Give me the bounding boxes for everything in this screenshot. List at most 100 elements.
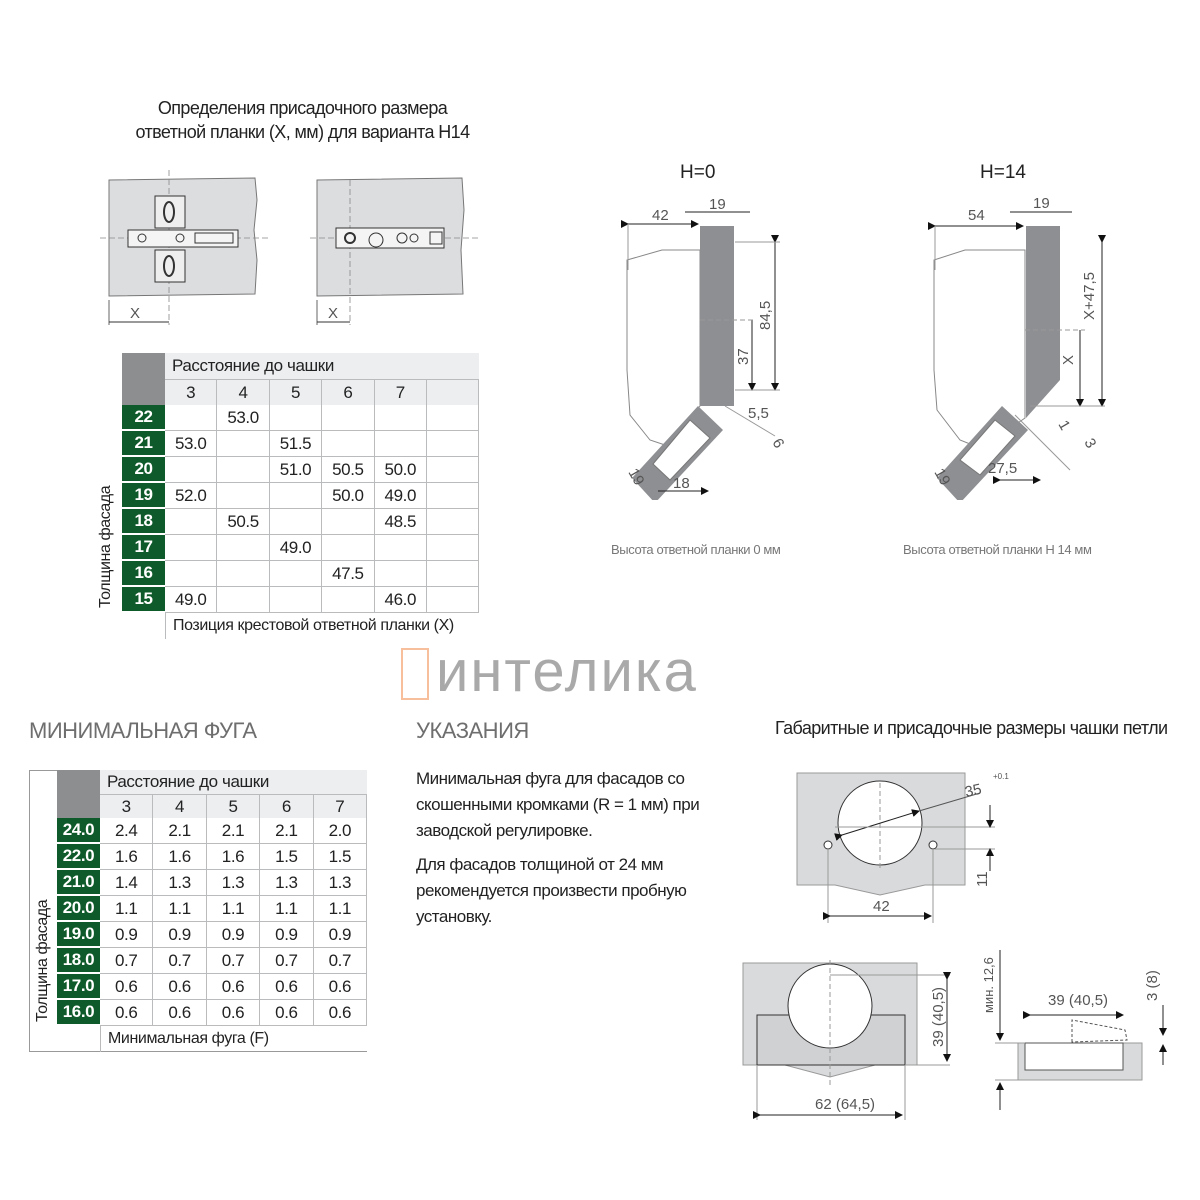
table-cell: 53.0 [217, 405, 270, 431]
table-cell: 0.6 [100, 1000, 154, 1026]
cup-plate-width-label: 62 (64,5) [815, 1096, 875, 1113]
table-cell: 1.6 [153, 844, 207, 870]
table-cell [427, 405, 480, 431]
row-header: 19.0 [57, 922, 100, 948]
min-gap-title: МИНИМАЛЬНАЯ ФУГА [29, 718, 257, 743]
table-cell [427, 431, 480, 457]
table-cell: 0.6 [313, 1000, 367, 1026]
title-line-1: Определения присадочного размера [157, 98, 448, 118]
table-cell: 47.5 [322, 561, 375, 587]
table-cell [165, 405, 218, 431]
table-cell: 49.0 [165, 587, 218, 613]
notes-paragraph-1: Минимальная фуга для фасадов со скошенны… [416, 769, 700, 840]
table-cell: 1.1 [153, 896, 207, 922]
table-cell [427, 483, 480, 509]
table-cell [217, 587, 270, 613]
column-header [427, 380, 480, 405]
table-cell: 51.0 [269, 457, 323, 483]
cup-dimension-diagrams: 35 +0.1 11 42 39 (40,5) 62 (64,5) мин. 1… [742, 772, 1167, 1120]
table-cell [165, 509, 218, 535]
cup-plate-view: 39 (40,5) 62 (64,5) [742, 960, 951, 1120]
row-header: 19 [122, 483, 165, 509]
table-cell: 0.6 [153, 974, 207, 1000]
h0-title: H=0 [680, 162, 716, 183]
cup-min-thickness-label: мин. 12,6 [981, 957, 996, 1013]
table-cell: 0.6 [206, 1000, 261, 1026]
table-cell: 48.5 [374, 509, 427, 535]
table-cell: 2.1 [206, 818, 261, 844]
table-header-title: Расстояние до чашки [100, 770, 367, 795]
table-cell [427, 457, 480, 483]
table-cell: 0.6 [153, 1000, 207, 1026]
x-label-left: X [130, 305, 140, 322]
row-header: 16 [122, 561, 165, 587]
cruciform-plate-diagram: X [100, 170, 268, 325]
table-cell: 1.5 [260, 844, 314, 870]
notes-title: УКАЗАНИЯ [416, 718, 529, 743]
h14-title: H=14 [980, 162, 1026, 183]
h14-dim-27-5: 27,5 [988, 460, 1017, 477]
table-cell: 50.0 [374, 457, 427, 483]
column-header: 4 [153, 795, 207, 818]
cup-side-view: мин. 12,6 39 (40,5) 3 (8) [981, 950, 1167, 1110]
table-cell [374, 405, 427, 431]
table-cell: 50.5 [322, 457, 375, 483]
h0-dim-5-5: 5,5 [748, 405, 769, 422]
table-corner [57, 770, 100, 818]
table-cell: 1.3 [260, 870, 314, 896]
table-cell: 1.1 [206, 896, 261, 922]
table-cell: 0.6 [260, 1000, 314, 1026]
table-cell: 0.9 [153, 922, 207, 948]
column-header: 5 [269, 380, 323, 405]
table-cell [374, 535, 427, 561]
row-header: 21.0 [57, 870, 100, 896]
table-cell: 46.0 [374, 587, 427, 613]
h0-dim-37: 37 [735, 348, 752, 365]
table-cell [322, 587, 375, 613]
h14-dim-54: 54 [968, 207, 985, 224]
h14-dim-19-top: 19 [1033, 195, 1050, 212]
table-cell: 51.5 [269, 431, 323, 457]
column-header: 3 [100, 795, 154, 818]
notes-paragraph-2: Для фасадов толщиной от 24 мм рекомендуе… [416, 855, 687, 926]
table-cell [427, 561, 480, 587]
table-cell: 0.7 [100, 948, 154, 974]
row-header: 15 [122, 587, 165, 613]
table-cell [269, 509, 323, 535]
table-cell: 2.4 [100, 818, 154, 844]
mounting-title: Определения присадочного размера ответно… [110, 96, 495, 144]
table-cell: 0.9 [260, 922, 314, 948]
column-header: 7 [313, 795, 367, 818]
table-cell: 1.4 [100, 870, 154, 896]
h14-dim-x-plus-47-5: X+47,5 [1081, 272, 1098, 320]
h14-dim-19-diag: 19 [931, 466, 954, 489]
table-cell [165, 457, 218, 483]
table2-row-axis-label: Толщина фасада [34, 899, 51, 1022]
row-header: 20 [122, 457, 165, 483]
table-cell: 1.1 [100, 896, 154, 922]
table-cell [427, 587, 480, 613]
cup-diameter-label: 35 [963, 781, 983, 801]
cup-title: Габаритные и присадочные размеры чашки п… [775, 718, 1168, 738]
row-header: 16.0 [57, 1000, 100, 1026]
linear-plate-diagram: X [310, 177, 478, 325]
h0-dim-84-5: 84,5 [757, 301, 774, 330]
table-cell [322, 405, 375, 431]
column-header: 4 [217, 380, 270, 405]
table-cell: 0.6 [260, 974, 314, 1000]
h14-caption: Высота ответной планки H 14 мм [903, 542, 1092, 557]
table-cell: 1.5 [313, 844, 367, 870]
table-cell: 1.3 [206, 870, 261, 896]
notes-body: Минимальная фуга для фасадов со скошенны… [416, 766, 716, 930]
table-cell: 0.7 [206, 948, 261, 974]
table-cell: 0.7 [153, 948, 207, 974]
hinge-h0-diagram: 42 19 84,5 37 5,5 6 19 18 [621, 196, 787, 500]
table-cell: 0.9 [313, 922, 367, 948]
row-header: 24.0 [57, 818, 100, 844]
table-cell [322, 535, 375, 561]
table-cell: 0.6 [313, 974, 367, 1000]
table-cell: 49.0 [374, 483, 427, 509]
table-cell [217, 535, 270, 561]
title-line-2: ответной планки (X, мм) для варианта H14 [135, 122, 471, 142]
table-cell [217, 431, 270, 457]
